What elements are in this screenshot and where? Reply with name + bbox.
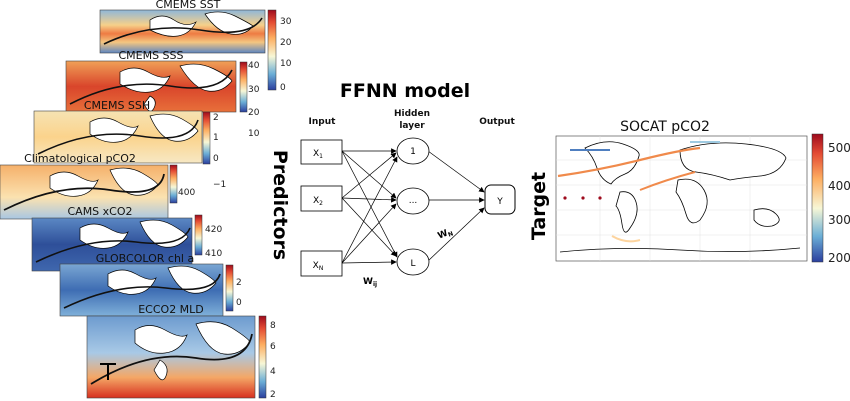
output-node-y: Y bbox=[484, 184, 516, 215]
target-map bbox=[555, 135, 808, 262]
colorbar-tick: 400 bbox=[178, 188, 195, 198]
ship-point bbox=[581, 196, 585, 200]
target-heading: Target bbox=[528, 172, 550, 240]
colorbar-tick: 30 bbox=[248, 85, 260, 95]
hidden-node-label: ... bbox=[409, 196, 418, 206]
weight-label-ij: Wij bbox=[363, 277, 377, 288]
svg-text:XN: XN bbox=[313, 261, 324, 272]
colorbar-tick: 2 bbox=[213, 113, 219, 123]
card-title-sss: CMEMS SSS bbox=[118, 49, 183, 62]
card-title-climatological-pco2: Climatological pCO2 bbox=[24, 152, 136, 165]
input-node-label: X bbox=[313, 261, 319, 271]
colorbar-tick: 20 bbox=[248, 108, 260, 118]
input-node-subscript: 1 bbox=[319, 153, 323, 160]
target-colorbar bbox=[811, 133, 824, 263]
predictor-card-globcolor-chl bbox=[59, 263, 234, 317]
target-colorbar-tick: 300 bbox=[828, 213, 850, 227]
input-node-xn: XN bbox=[300, 250, 343, 277]
colorbar-tick: 40 bbox=[248, 61, 260, 71]
colorbar-tick: 0 bbox=[213, 154, 219, 164]
colorbar-tick: 30 bbox=[280, 17, 292, 27]
colorbar-tick: 0 bbox=[280, 83, 286, 93]
input-node-subscript: 2 bbox=[319, 200, 323, 207]
colorbar-tick: 2 bbox=[236, 278, 242, 288]
colorbar-tick: 410 bbox=[205, 249, 222, 259]
input-node-label: X bbox=[313, 149, 319, 159]
predictor-card-ssh bbox=[33, 110, 211, 165]
colorbar-tick: 20 bbox=[280, 38, 292, 48]
target-colorbar-tick: 500 bbox=[828, 141, 850, 155]
input-node-x2: X2 bbox=[300, 185, 343, 212]
hidden-layer-label-2: layer bbox=[399, 121, 425, 131]
colorbar-tick: 6 bbox=[270, 342, 276, 352]
target-map-title: SOCAT pCO2 bbox=[620, 119, 710, 135]
target-colorbar-tick: 400 bbox=[828, 179, 850, 193]
ship-track bbox=[611, 235, 641, 243]
card-title-ecco2-mld: ECCO2 MLD bbox=[138, 303, 204, 316]
weight-label-j: WN bbox=[436, 227, 454, 243]
target-colorbar-tick: 200 bbox=[828, 251, 850, 265]
colorbar-tick: 4 bbox=[270, 367, 276, 377]
colorbar-tick: 0 bbox=[236, 298, 242, 308]
continent-africa bbox=[675, 178, 708, 224]
hidden-node-ellipsis: ... bbox=[396, 187, 430, 215]
continent-eurasia bbox=[679, 142, 787, 181]
output-node-label: Y bbox=[496, 197, 503, 207]
ship-point bbox=[563, 196, 567, 200]
card-title-ssh: CMEMS SSH bbox=[84, 99, 150, 112]
colorbar-tick: −1 bbox=[213, 180, 226, 190]
colorbar-tick: 10 bbox=[280, 59, 292, 69]
model-title: FFNN model bbox=[340, 80, 470, 102]
svg-text:X2: X2 bbox=[313, 196, 323, 207]
ship-point bbox=[598, 196, 602, 200]
card-title-sst: CMEMS SST bbox=[156, 0, 221, 11]
colorbar-tick: 8 bbox=[270, 321, 276, 331]
predictor-card-climatological-pco2 bbox=[0, 164, 178, 220]
predictor-card-cams-xco2 bbox=[31, 214, 203, 272]
predictor-card-sst bbox=[99, 9, 277, 91]
input-layer-label: Input bbox=[309, 117, 337, 127]
hidden-node-label: 1 bbox=[410, 147, 416, 157]
svg-text:X1: X1 bbox=[313, 149, 323, 160]
ship-track bbox=[639, 171, 696, 191]
hidden-node-1: 1 bbox=[396, 137, 430, 165]
predictors-heading: Predictors bbox=[269, 150, 291, 260]
input-node-subscript: N bbox=[319, 265, 324, 272]
continent-antarctica bbox=[559, 247, 801, 253]
input-hidden-connections bbox=[341, 148, 398, 265]
ship-track bbox=[557, 146, 701, 178]
hidden-node-l: L bbox=[396, 248, 430, 276]
continent-north-america bbox=[584, 141, 640, 185]
predictor-card-ecco2-mld bbox=[86, 315, 267, 399]
input-node-x1: X1 bbox=[300, 139, 343, 165]
card-title-globcolor-chl: GLOBCOLOR chl a bbox=[96, 252, 194, 265]
hidden-node-label: L bbox=[410, 259, 415, 269]
predictor-card-sss bbox=[65, 60, 248, 113]
colorbar-tick: 10 bbox=[248, 129, 260, 139]
hidden-layer-label-1: Hidden bbox=[394, 109, 430, 119]
colorbar-tick: 1 bbox=[213, 133, 219, 143]
continent-south-america bbox=[615, 191, 638, 233]
colorbar-tick: 2 bbox=[270, 390, 276, 400]
colorbar-tick: 420 bbox=[205, 225, 222, 235]
continent-australia bbox=[753, 208, 780, 227]
card-title-cams-xco2: CAMS xCO2 bbox=[67, 205, 132, 218]
input-node-label: X bbox=[313, 196, 319, 206]
hidden-output-connections bbox=[427, 150, 485, 262]
output-layer-label: Output bbox=[479, 117, 515, 127]
